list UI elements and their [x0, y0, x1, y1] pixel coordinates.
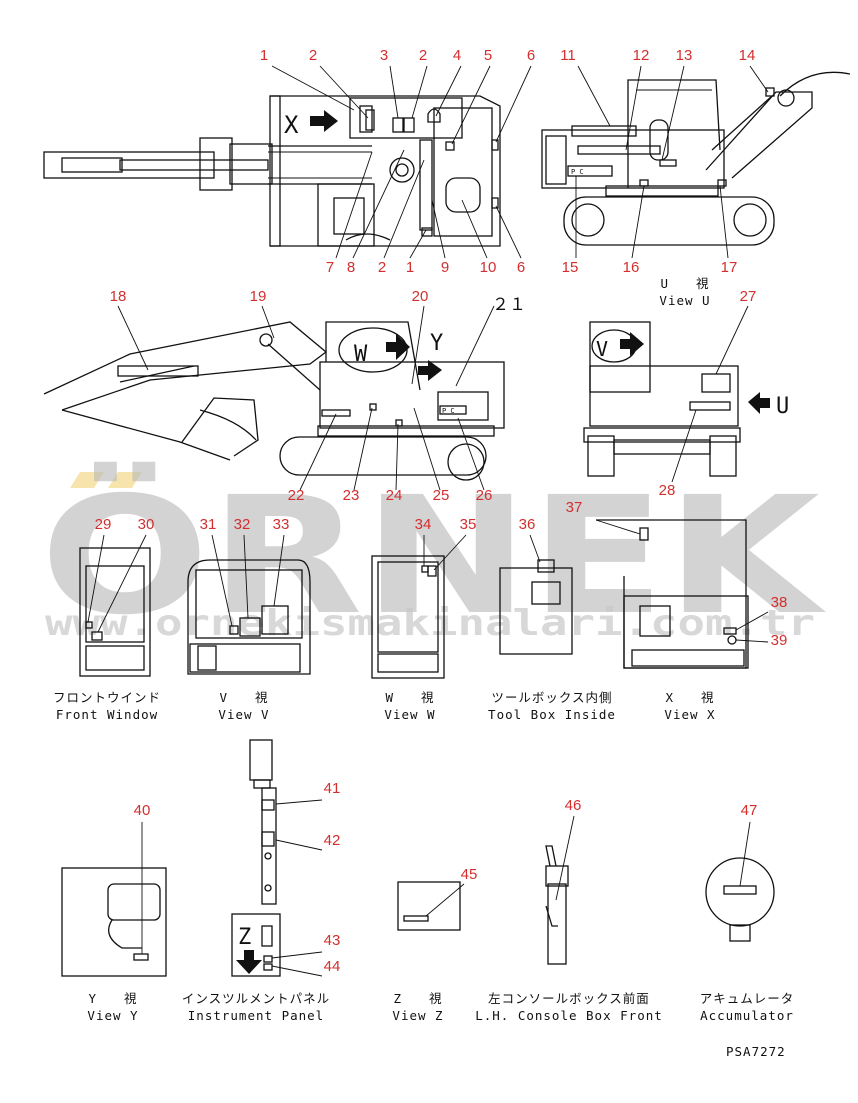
callout-number: 6	[517, 259, 525, 276]
callout-number: 14	[739, 47, 756, 64]
callout-number: 29	[95, 516, 112, 533]
side-view-left-drawing: P C W Y ２１	[43, 295, 526, 491]
caption-en: View Y	[87, 1008, 138, 1023]
watermark-url: www.ornekismakinalari.com.tr	[45, 603, 815, 644]
callout-number: 13	[676, 47, 693, 64]
callout-number: 19	[250, 288, 267, 305]
caption-en: View X	[664, 707, 715, 722]
caption-en: Tool Box Inside	[488, 707, 616, 722]
callout-number: 38	[771, 594, 788, 611]
drawing-code: PSA7272	[726, 1044, 786, 1059]
callout-number: 18	[110, 288, 127, 305]
callout-number: 34	[415, 516, 432, 533]
caption-en: View U	[659, 293, 710, 308]
caption-en: Accumulator	[700, 1008, 794, 1023]
view-z-letter: Z	[238, 925, 251, 950]
caption-jp: Z 視	[393, 991, 442, 1006]
callout-number: 25	[433, 487, 450, 504]
side-view-right-drawing: P C	[541, 65, 851, 259]
caption-en: L.H. Console Box Front	[475, 1008, 663, 1023]
callout-number: 9	[441, 259, 449, 276]
callout-number: 44	[324, 958, 341, 975]
top-view-drawing: X	[43, 65, 532, 259]
caption-en: Instrument Panel	[188, 1008, 324, 1023]
callout-number: 39	[771, 632, 788, 649]
view-v-letter: V	[596, 337, 608, 361]
callout-number: 42	[324, 832, 341, 849]
caption-en: View V	[218, 707, 269, 722]
callout-number: 33	[273, 516, 290, 533]
caption-jp: フロントウインド	[53, 690, 161, 705]
callout-number: 30	[138, 516, 155, 533]
callout-number: 12	[633, 47, 650, 64]
callout-number: 40	[134, 802, 151, 819]
callout-number: 7	[326, 259, 334, 276]
callout-number: 28	[659, 482, 676, 499]
callout-number: 11	[560, 47, 576, 64]
caption-en: View Z	[392, 1008, 443, 1023]
watermark-accent-right	[108, 472, 142, 488]
caption-jp: ツールボックス内側	[491, 690, 612, 705]
watermark-accent-left	[70, 472, 104, 488]
svg-text:P C: P C	[571, 168, 584, 176]
caption-jp: 左コンソールボックス前面	[488, 991, 650, 1006]
callout-number: 41	[324, 780, 341, 797]
view-y-letter: Y	[430, 331, 443, 356]
callout-number: 16	[623, 259, 640, 276]
callout-number: 5	[484, 47, 492, 64]
caption-jp: W 視	[385, 690, 434, 705]
callout-number: 3	[380, 47, 388, 64]
callout-number: 10	[480, 259, 497, 276]
captions: フロントウインド Front Window V 視 View V W 視 View W ツー…	[53, 276, 795, 1023]
bottom-views-row: Z	[61, 739, 775, 977]
callout-number: 17	[721, 259, 738, 276]
caption-jp: X 視	[665, 690, 714, 705]
callout-number: 4	[453, 47, 461, 64]
view-u-letter: U	[776, 394, 789, 419]
callout-number: 2	[419, 47, 427, 64]
callout-number: 26	[476, 487, 493, 504]
callout-number: 32	[234, 516, 251, 533]
callout-number: 8	[347, 259, 355, 276]
caption-jp: インスツルメントパネル	[182, 991, 330, 1006]
caption-jp: Y 視	[88, 991, 137, 1006]
callout-number: 31	[200, 516, 217, 533]
callout-number: 35	[460, 516, 477, 533]
callout-number: 47	[741, 802, 758, 819]
callout-number: 22	[288, 487, 305, 504]
callout-number: 1	[406, 259, 414, 276]
callout-number: 2	[378, 259, 386, 276]
svg-text:P C: P C	[442, 407, 455, 415]
view-x-letter: X	[284, 111, 299, 139]
caption-jp: U 視	[660, 276, 709, 291]
label-21: ２１	[492, 295, 526, 315]
callout-number: 36	[519, 516, 536, 533]
callout-number: 27	[740, 288, 757, 305]
callout-number: 45	[461, 866, 478, 883]
callout-number: 24	[386, 487, 403, 504]
view-w-letter: W	[354, 342, 368, 367]
callout-number: 20	[412, 288, 429, 305]
caption-en: Front Window	[56, 707, 158, 722]
callout-number: 15	[562, 259, 579, 276]
rear-view-drawing: V U	[583, 305, 789, 483]
caption-jp: V 視	[219, 690, 268, 705]
callout-number: 46	[565, 797, 582, 814]
detail-views-row	[79, 519, 769, 679]
callout-number: 43	[324, 932, 341, 949]
callout-number: 2	[309, 47, 317, 64]
caption-en: View W	[384, 707, 435, 722]
callout-number: 37	[566, 499, 583, 516]
callout-number: 1	[260, 47, 268, 64]
callout-number: 23	[343, 487, 360, 504]
caption-jp: アキュムレータ	[700, 991, 795, 1006]
callout-number: 6	[527, 47, 535, 64]
